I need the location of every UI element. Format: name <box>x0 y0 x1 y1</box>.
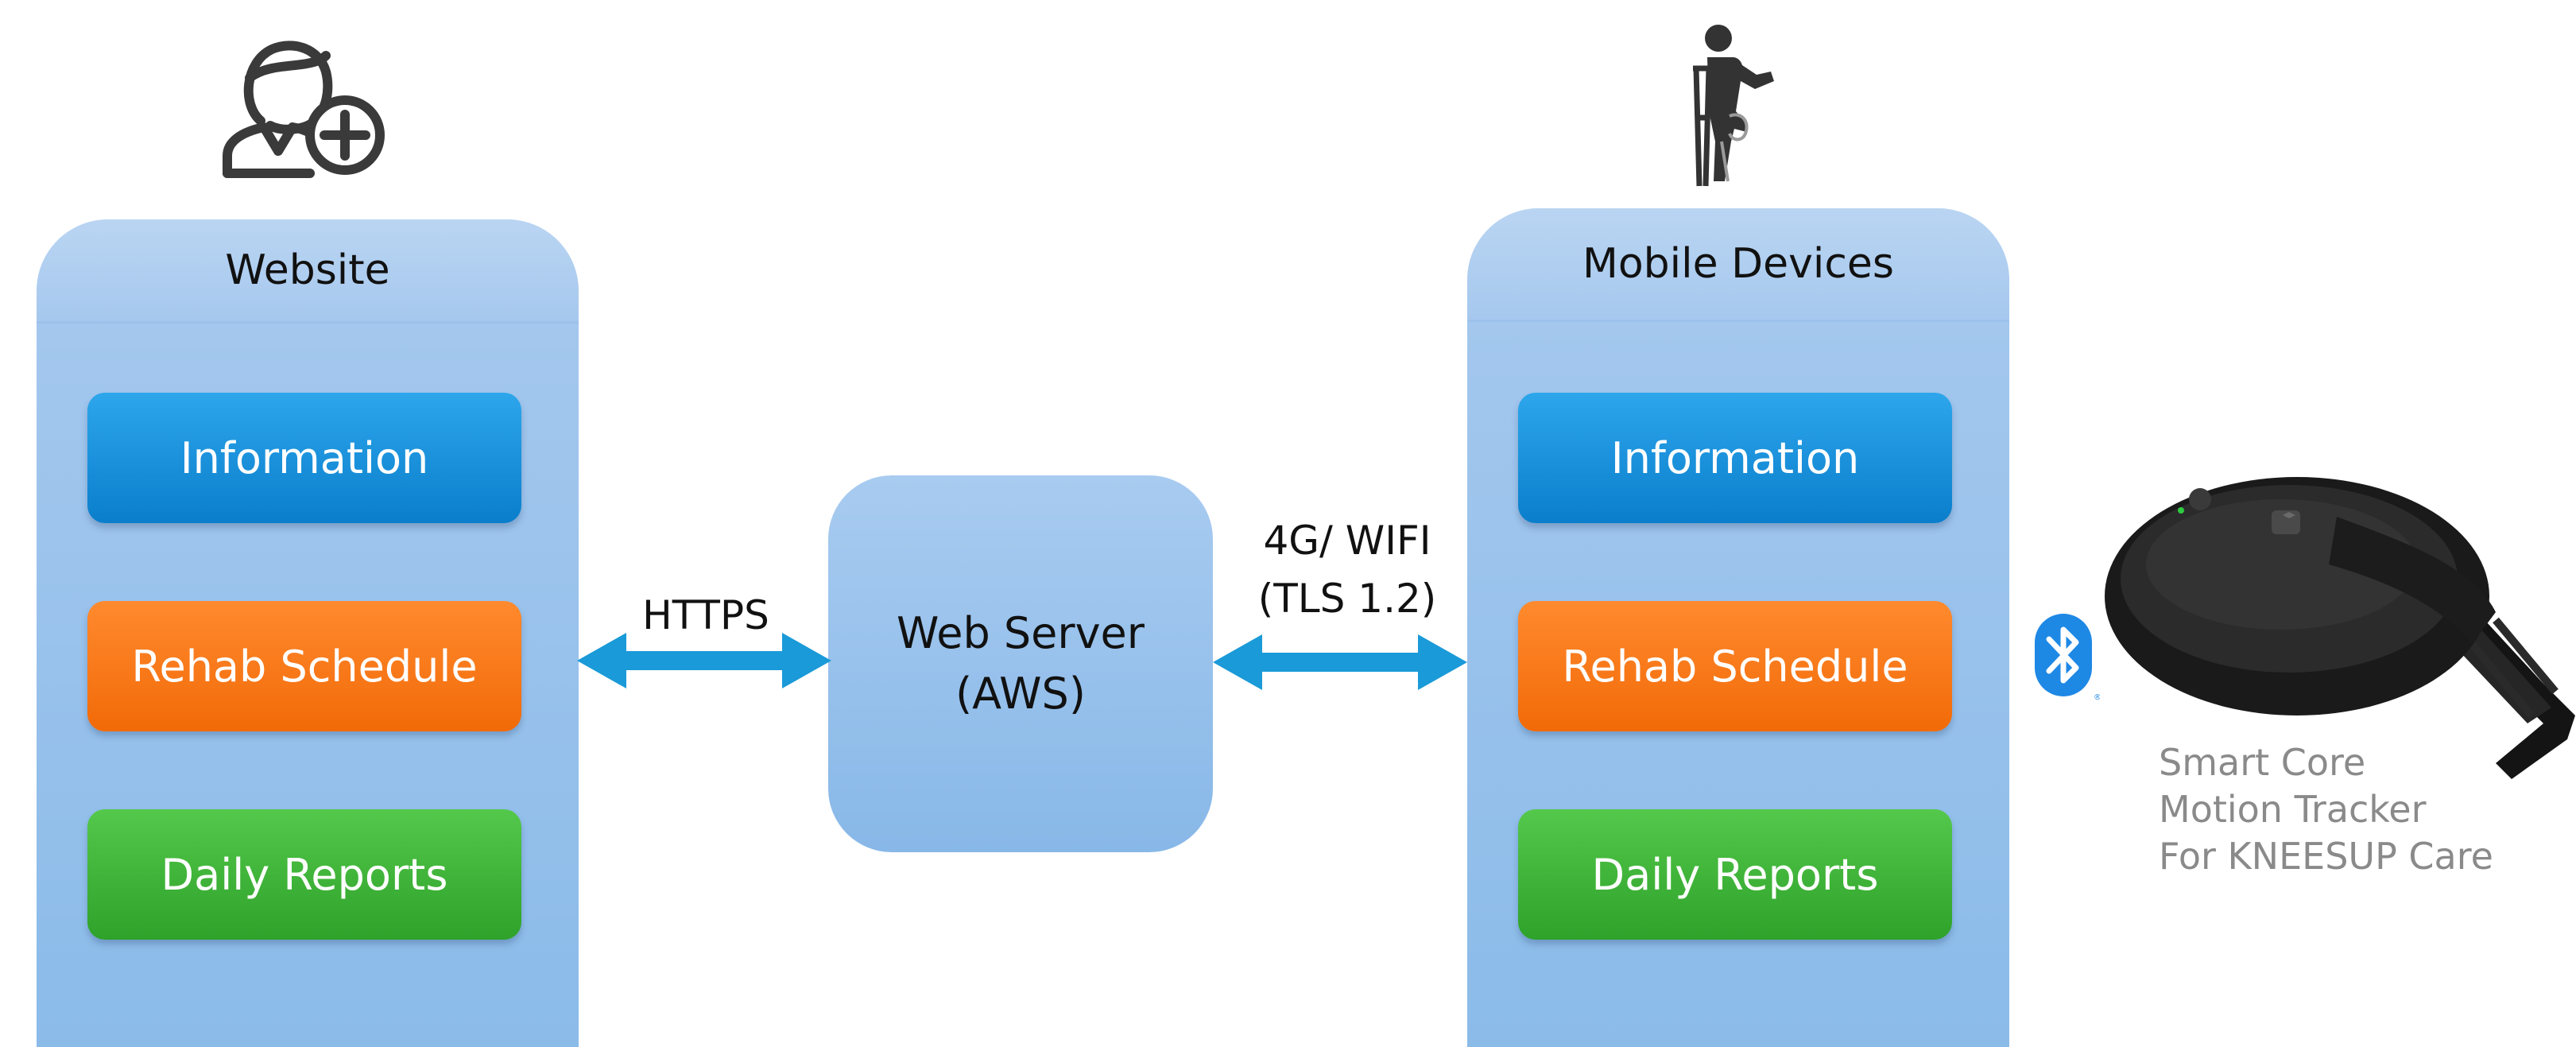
motion-tracker-device <box>2105 477 2575 779</box>
web-server-box: Web Server (AWS) <box>828 475 1213 852</box>
mobile-connection-security: (TLS 1.2) <box>1257 575 1437 622</box>
website-information-box: Information <box>87 393 521 523</box>
mobile-information-box: Information <box>1518 393 1952 523</box>
mobile-connection-type: 4G/ WIFI <box>1263 518 1431 564</box>
bluetooth-icon: ® <box>2035 614 2100 701</box>
mobile-rehab-schedule-box: Rehab Schedule <box>1518 601 1952 731</box>
web-server-provider: (AWS) <box>955 669 1086 719</box>
tracker-caption-line-2: Motion Tracker <box>2159 787 2427 831</box>
tracker-caption-line-1: Smart Core <box>2159 741 2366 784</box>
tracker-caption: Smart Core Motion Tracker For KNEESUP Ca… <box>2159 739 2572 880</box>
website-title: Website <box>37 219 579 324</box>
mobile-connection-label: 4G/ WIFI (TLS 1.2) <box>1224 512 1470 627</box>
tracker-caption-line-3: For KNEESUP Care <box>2159 834 2493 878</box>
user-plus-icon <box>223 41 385 178</box>
mobile-double-arrow <box>1213 634 1467 690</box>
svg-text:®: ® <box>2094 693 2100 701</box>
crutch-patient-icon <box>1693 25 1774 187</box>
website-daily-reports-box: Daily Reports <box>87 809 521 940</box>
website-column: Website Information Rehab Schedule Daily… <box>37 219 579 1047</box>
https-double-arrow <box>577 633 831 688</box>
mobile-devices-title: Mobile Devices <box>1467 208 2009 322</box>
web-server-label: Web Server <box>897 608 1145 659</box>
mobile-daily-reports-box: Daily Reports <box>1518 809 1952 940</box>
website-rehab-schedule-box: Rehab Schedule <box>87 601 521 731</box>
mobile-devices-column: Mobile Devices Information Rehab Schedul… <box>1467 208 2009 1047</box>
https-label: HTTPS <box>642 592 769 638</box>
